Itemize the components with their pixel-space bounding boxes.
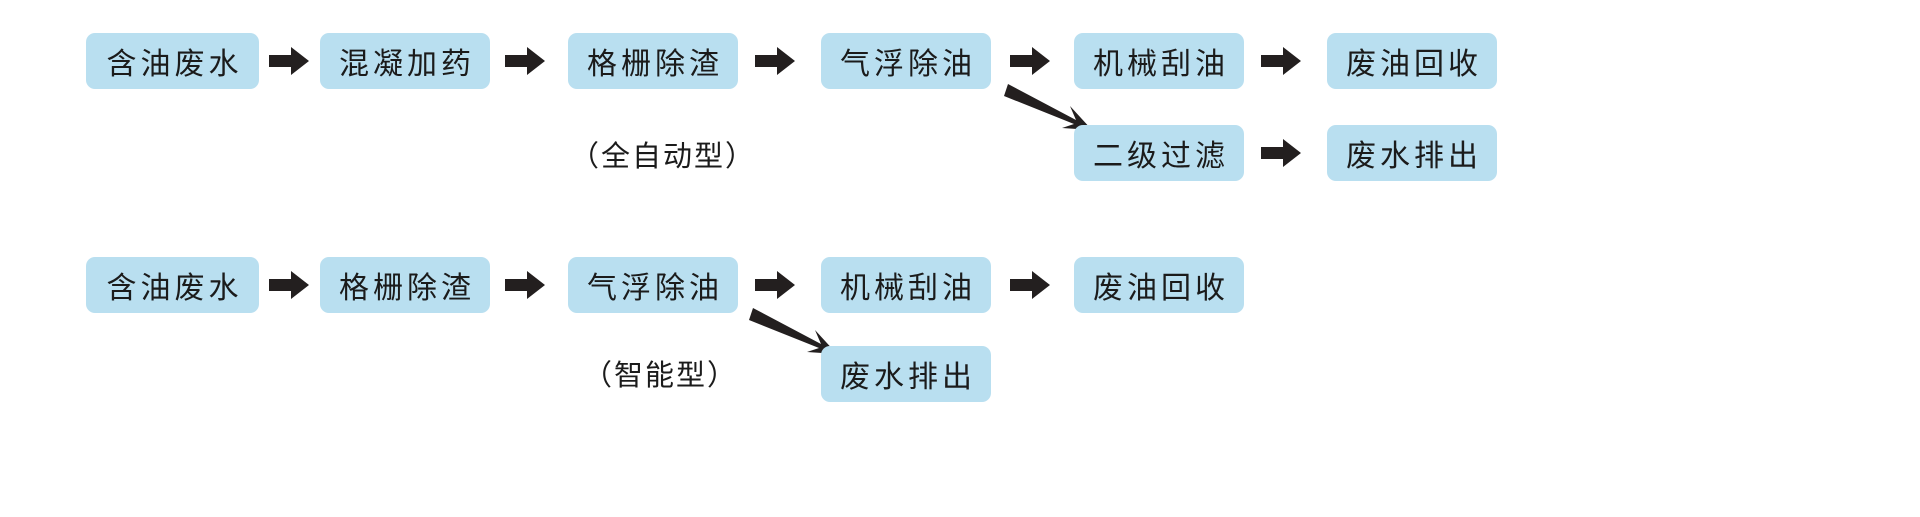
arrow-right-icon-r1-3 [753,44,797,78]
caption-flow-smart: （智能型） [583,358,739,392]
node-r2-wastewater-discharge[interactable]: 废水排出 [821,346,991,402]
arrow-right-icon-r2-2 [503,268,547,302]
node-r2-air-flotation-degreasing[interactable]: 气浮除油 [568,257,738,313]
node-r1-oily-wastewater[interactable]: 含油废水 [86,33,259,89]
node-r1-waste-oil-recovery[interactable]: 废油回收 [1327,33,1497,89]
arrow-right-icon-r1-4 [1008,44,1052,78]
arrow-right-icon-r2-4 [1008,268,1052,302]
arrow-right-icon-r1-6 [1259,136,1303,170]
arrow-right-icon-r1-1 [267,44,311,78]
arrow-right-icon-r1-2 [503,44,547,78]
arrow-right-icon-r2-1 [267,268,311,302]
node-r1-grille-deslagging[interactable]: 格栅除渣 [568,33,738,89]
arrow-right-icon-r2-3 [753,268,797,302]
arrow-diagonal-icon-r2-branch [745,304,865,364]
node-r2-oily-wastewater[interactable]: 含油废水 [86,257,259,313]
node-r1-wastewater-discharge[interactable]: 废水排出 [1327,125,1497,181]
caption-flow-auto: （全自动型） [570,139,757,173]
node-r1-air-flotation-degreasing[interactable]: 气浮除油 [821,33,991,89]
node-r2-grille-deslagging[interactable]: 格栅除渣 [320,257,490,313]
arrow-diagonal-icon-r1-branch [1000,80,1120,140]
node-r2-mechanical-oil-scraping[interactable]: 机械刮油 [821,257,991,313]
arrow-right-icon-r1-5 [1259,44,1303,78]
node-r1-coagulant-dosing[interactable]: 混凝加药 [320,33,490,89]
node-r1-mechanical-oil-scraping[interactable]: 机械刮油 [1074,33,1244,89]
node-r1-secondary-filtration[interactable]: 二级过滤 [1074,125,1244,181]
node-r2-waste-oil-recovery[interactable]: 废油回收 [1074,257,1244,313]
